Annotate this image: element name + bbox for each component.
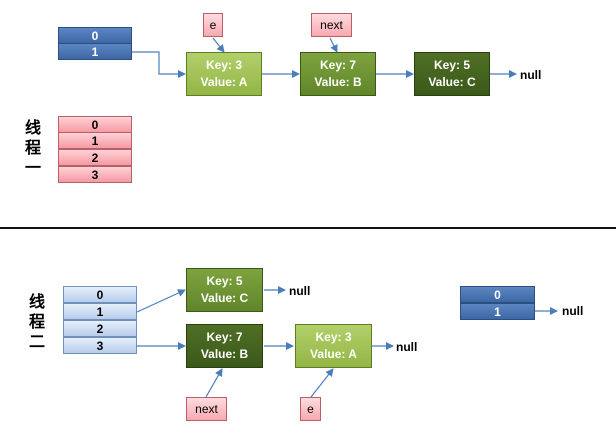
arrow-e-to-key3 <box>212 37 225 53</box>
node-value: Value: B <box>200 347 249 361</box>
entry-node-key7: Key: 7 Value: B <box>186 324 263 368</box>
entry-node-key3: Key: 3 Value: A <box>295 324 372 368</box>
section-divider <box>0 227 616 229</box>
entry-node-key5: Key: 5 Value: C <box>414 52 490 96</box>
new-table-slot-0: 0 <box>58 27 132 44</box>
old-table-slot-1: 1 <box>63 303 137 320</box>
arrow-next-to-key7 <box>205 368 223 398</box>
null-terminator: null <box>520 68 542 82</box>
node-value: Value: C <box>428 75 476 89</box>
next-pointer-tag: next <box>186 397 227 421</box>
e-pointer-tag: e <box>300 397 321 421</box>
arrow-table1-to-key3 <box>132 51 186 78</box>
node-key: Key: 3 <box>205 58 243 72</box>
new-table-slot-1: 1 <box>460 303 535 320</box>
entry-node-key5: Key: 5 Value: C <box>186 268 263 312</box>
next-pointer-tag: next <box>311 13 352 37</box>
old-table-slot-3: 3 <box>63 337 137 354</box>
old-table-slot-1: 1 <box>58 132 132 149</box>
thread-one-label: 线程一 <box>24 118 41 177</box>
node-key: Key: 3 <box>315 330 352 344</box>
arrow-e-to-key3 <box>310 368 334 398</box>
null-terminator: null <box>396 340 418 354</box>
entry-node-key3: Key: 3 Value: A <box>186 52 262 96</box>
arrow-slot1-to-key5 <box>136 289 186 313</box>
entry-node-key7: Key: 7 Value: B <box>300 52 376 96</box>
old-table-slot-0: 0 <box>58 116 132 133</box>
node-value: Value: A <box>200 75 248 89</box>
old-table-slot-0: 0 <box>63 286 137 303</box>
node-key: Key: 5 <box>433 58 471 72</box>
arrow-next-to-key7 <box>329 37 338 53</box>
null-terminator: null <box>289 284 311 298</box>
new-table-slot-0: 0 <box>460 286 535 303</box>
null-terminator: null <box>562 304 584 318</box>
old-table-slot-3: 3 <box>58 166 132 183</box>
node-key: Key: 7 <box>319 58 357 72</box>
old-table-slot-2: 2 <box>58 149 132 166</box>
node-value: Value: B <box>314 75 362 89</box>
node-key: Key: 5 <box>206 274 243 288</box>
new-table-slot-1: 1 <box>58 43 132 60</box>
node-value: Value: A <box>310 347 357 361</box>
old-table-slot-2: 2 <box>63 320 137 337</box>
thread-two-label: 线程二 <box>28 292 45 351</box>
node-value: Value: C <box>200 291 249 305</box>
e-pointer-tag: e <box>203 13 223 37</box>
node-key: Key: 7 <box>206 330 243 344</box>
